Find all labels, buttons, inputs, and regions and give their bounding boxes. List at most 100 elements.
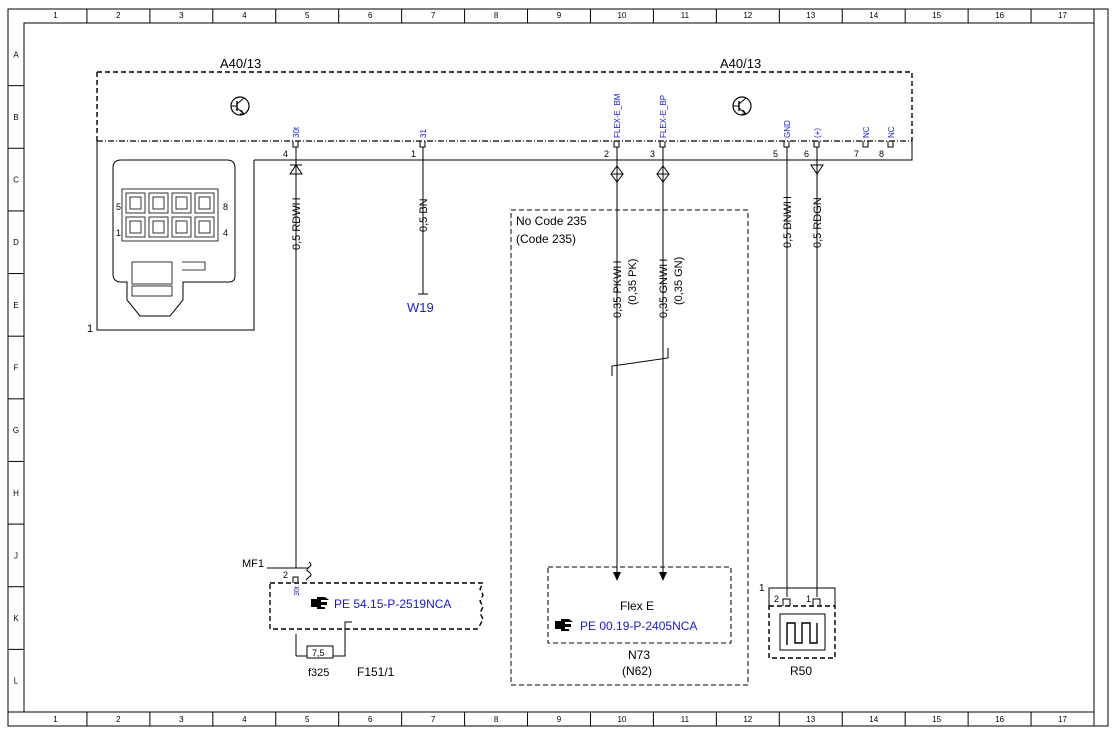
sensor-name: Flex E (620, 599, 654, 613)
column-label: 3 (179, 715, 184, 724)
transistor-icon (230, 96, 250, 116)
svg-text:NC: NC (887, 126, 896, 138)
module-label-right: A40/13 (720, 56, 761, 71)
row-label: L (14, 677, 19, 686)
svg-text:0,5 RDGN: 0,5 RDGN (812, 197, 824, 248)
column-ticks (86, 9, 1095, 726)
flex-e-sensor-box (547, 566, 732, 644)
column-label: 4 (242, 715, 247, 724)
svg-text:1: 1 (759, 583, 765, 594)
column-label: 3 (179, 11, 184, 20)
sensor-label-alt: (N62) (622, 664, 652, 678)
connector-bus (254, 141, 913, 161)
column-label: 6 (368, 715, 373, 724)
svg-text:MF1: MF1 (242, 558, 264, 570)
wire-pkwh: 0,35 PKWH (0,35 PK) (610, 147, 639, 581)
row-label: J (14, 551, 18, 560)
connector-pin-8: 8 (223, 202, 228, 212)
column-label: 5 (305, 715, 310, 724)
sensor-label: N73 (628, 648, 650, 662)
wire-rdgn: 0,5 RDGN (810, 147, 824, 597)
svg-text:30t: 30t (292, 126, 301, 138)
svg-text:1: 1 (806, 594, 811, 604)
column-label: 9 (557, 11, 562, 20)
wire-rdwh: 0,5 RDWH (289, 147, 303, 568)
transistor-icon (732, 96, 752, 116)
svg-text:(+): (+) (813, 128, 822, 138)
svg-text:GND: GND (783, 120, 792, 138)
svg-text:NC: NC (862, 126, 871, 138)
connector-outline (96, 141, 255, 331)
pin-nc-7: NC 7 (854, 126, 871, 159)
column-label: 5 (305, 11, 310, 20)
svg-text:7,5: 7,5 (312, 648, 325, 658)
svg-text:6: 6 (804, 149, 809, 159)
column-label: 12 (743, 715, 752, 724)
column-label: 4 (242, 11, 247, 20)
row-label: F (14, 364, 19, 373)
wire-bn: 0,5 BN (418, 147, 430, 295)
svg-text:3: 3 (650, 149, 655, 159)
pin-plus: (+) 6 (804, 128, 822, 159)
column-label: 2 (116, 715, 121, 724)
svg-text:(0,35 PK): (0,35 PK) (627, 259, 639, 305)
svg-text:8: 8 (879, 149, 884, 159)
column-label: 1 (53, 11, 58, 20)
ground-w19-link[interactable]: W19 (407, 300, 434, 315)
connector-cavity (148, 192, 169, 214)
code-box-line2: (Code 235) (516, 232, 576, 246)
module-box (96, 71, 913, 141)
column-label: 7 (431, 11, 436, 20)
svg-text:PE 00.19-P-2405NCA[interactable]: PE 00.19-P-2405NCA (580, 619, 697, 633)
column-label: 6 (368, 11, 373, 20)
svg-text:0,5 BNWH: 0,5 BNWH (782, 196, 794, 248)
column-label: 11 (681, 11, 690, 20)
pin-30t: 30t 4 (283, 126, 301, 159)
svg-text:5: 5 (773, 149, 778, 159)
connector-cavity (125, 216, 146, 238)
fuse-assembly: MF1 2 30t 7,5 f325 F151/1 (242, 558, 485, 679)
row-label: H (13, 489, 19, 498)
module-label-left: A40/13 (220, 56, 261, 71)
svg-text:4: 4 (283, 149, 288, 159)
column-label: 8 (494, 715, 499, 724)
outer-frame (7, 8, 1109, 727)
column-label: 10 (617, 715, 626, 724)
row-label: B (13, 113, 18, 122)
connector-cavity (194, 192, 215, 214)
connector-cavity (194, 216, 215, 238)
pin-flex-e-bp: FLEX-E_BP 3 (650, 95, 668, 159)
svg-text:2: 2 (604, 149, 609, 159)
svg-text:0,35 GNWH: 0,35 GNWH (658, 259, 670, 318)
column-label: 11 (681, 715, 690, 724)
column-label: 17 (1058, 11, 1067, 20)
svg-text:R50: R50 (790, 664, 812, 678)
r50-component: 1 2 1 R50 (759, 583, 836, 678)
column-label: 8 (494, 11, 499, 20)
connector-cavity (148, 216, 169, 238)
heater-icon (786, 622, 818, 645)
pin-31: 31 1 (411, 129, 428, 159)
svg-text:30t: 30t (294, 586, 301, 596)
column-label: 10 (617, 11, 626, 20)
column-label: 14 (869, 11, 878, 20)
svg-text:7: 7 (854, 149, 859, 159)
svg-text:F151/1: F151/1 (357, 665, 395, 679)
column-label: 7 (431, 715, 436, 724)
code-box-line1: No Code 235 (516, 214, 587, 228)
column-label: 1 (53, 715, 58, 724)
column-label: 15 (932, 715, 941, 724)
svg-text:PE 54.15-P-2519NCA[interactable]: PE 54.15-P-2519NCA (334, 597, 451, 611)
hand-pointer-icon (311, 597, 329, 609)
connector-pin-4: 4 (223, 228, 228, 238)
row-label: G (13, 426, 19, 435)
reference-link-sensor[interactable]: PE 00.19-P-2405NCA (555, 619, 697, 633)
reference-link-fuse[interactable]: PE 54.15-P-2519NCA (311, 597, 451, 611)
svg-text:0,5 BN: 0,5 BN (418, 198, 430, 232)
row-ticks (8, 85, 24, 713)
connector-cavity (171, 216, 192, 238)
column-label: 17 (1058, 715, 1067, 724)
connector-cavity (125, 192, 146, 214)
svg-text:0,35 PKWH: 0,35 PKWH (612, 260, 624, 318)
